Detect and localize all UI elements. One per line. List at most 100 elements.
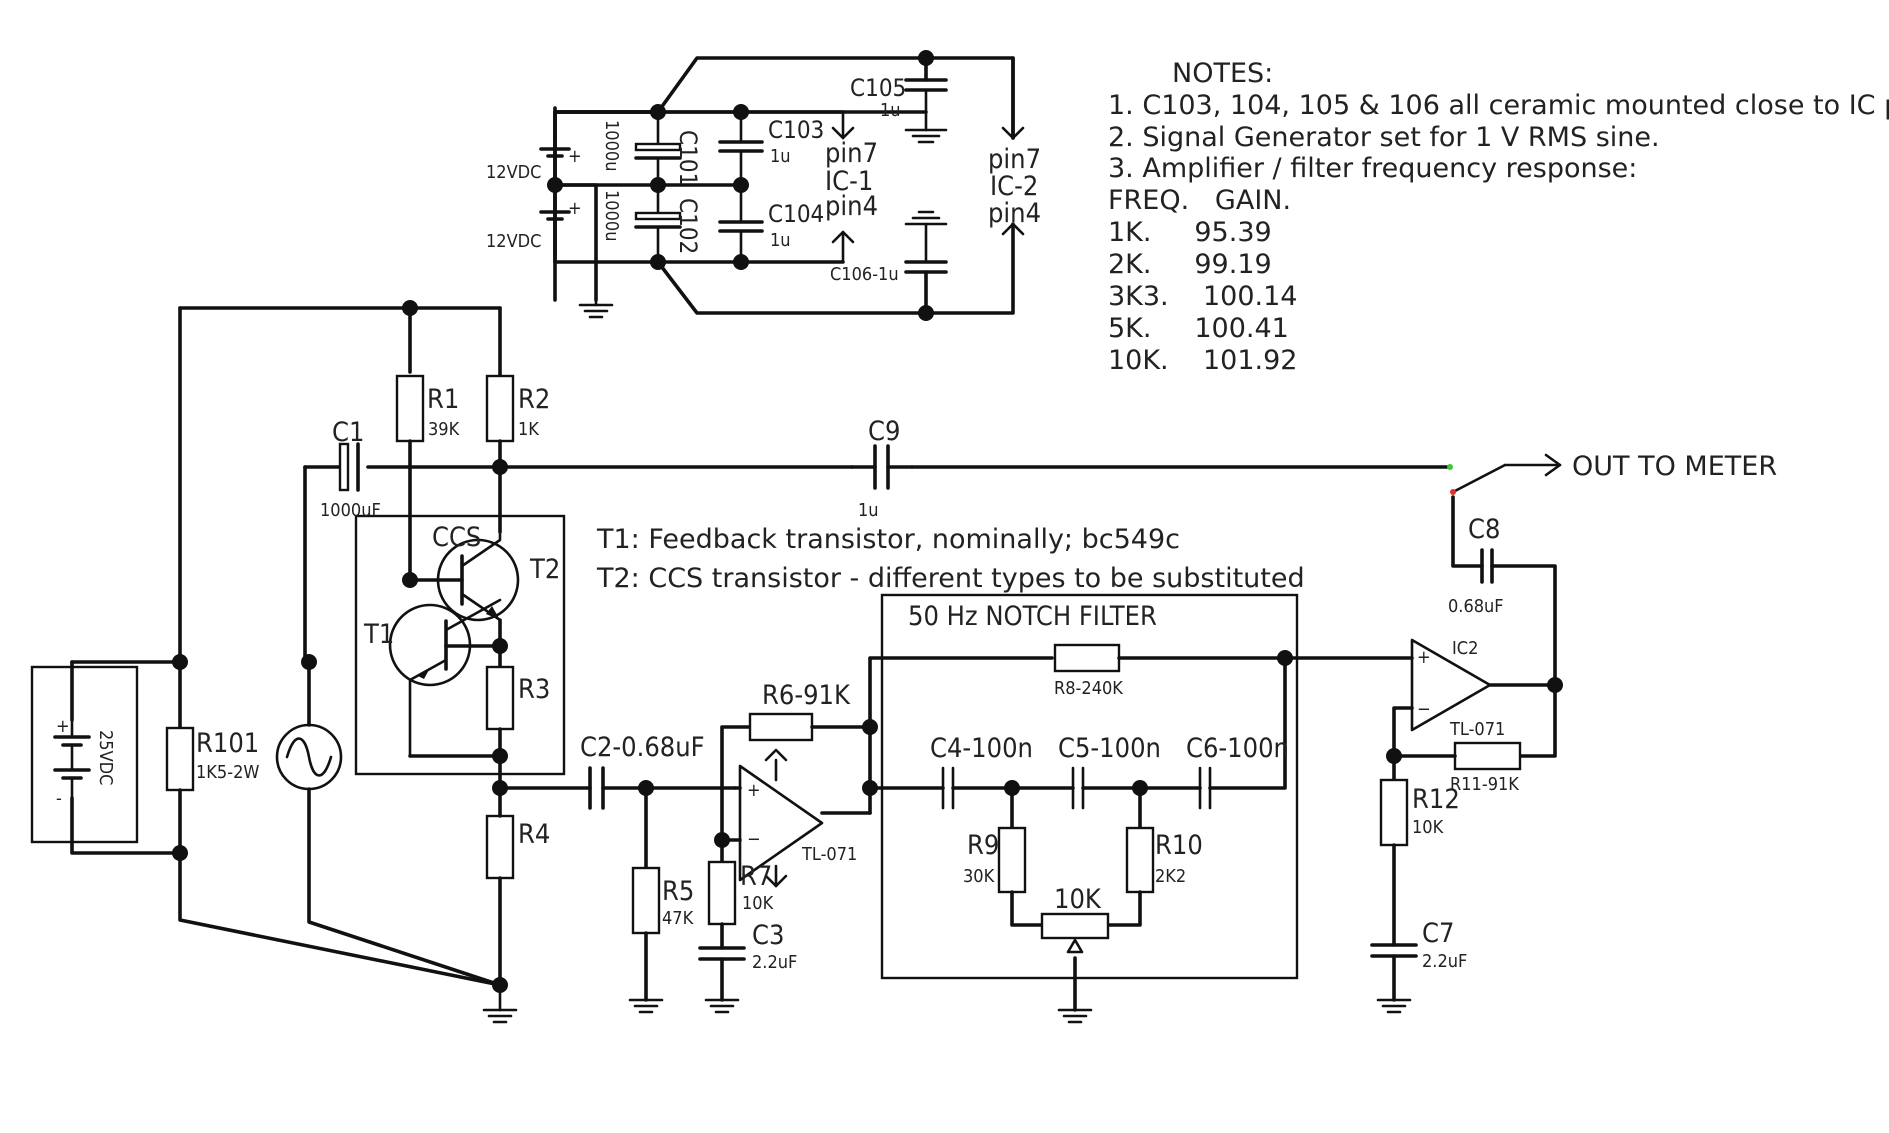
battery-top-plus: +	[568, 146, 582, 167]
r9-resistor	[997, 826, 1027, 894]
response-table-header: FREQ. GAIN.	[1108, 185, 1291, 216]
c9-value: 1u	[858, 500, 879, 521]
battery-bottom-plus: +	[568, 198, 582, 219]
battery-box	[30, 665, 139, 844]
pot-label: 10K	[1054, 884, 1102, 915]
note-1: 1. C103, 104, 105 & 106 all ceramic moun…	[1108, 90, 1889, 121]
r10-value: 2K2	[1155, 866, 1186, 887]
r6-resistor	[748, 712, 814, 742]
response-row-1: 1K. 95.39	[1108, 217, 1272, 248]
notes-block: NOTES: 1. C103, 104, 105 & 106 all ceram…	[1108, 58, 1889, 376]
output-label: OUT TO METER	[1572, 451, 1777, 482]
response-row-5: 10K. 101.92	[1108, 345, 1297, 376]
c103-value: 1u	[770, 146, 791, 167]
c7-value: 2.2uF	[1422, 951, 1467, 972]
t2-note: T2: CCS transistor - different types to …	[596, 563, 1305, 594]
r1-resistor	[395, 374, 425, 443]
opamp1-plus: +	[747, 780, 761, 801]
c101-value: 1000u	[601, 120, 622, 171]
battery-minus: -	[56, 788, 62, 809]
opamp2-plus: +	[1417, 647, 1431, 668]
ic2-label: IC2	[1452, 638, 1478, 659]
notes-title: NOTES:	[1172, 58, 1273, 89]
note-3: 3. Amplifier / filter frequency response…	[1108, 153, 1637, 184]
c8-label: C8	[1468, 514, 1500, 545]
opamp-1	[738, 764, 824, 882]
c2-label: C2-0.68uF	[580, 732, 705, 763]
r10-resistor	[1125, 826, 1155, 894]
c105-value: 1u	[880, 100, 901, 121]
r101-resistor	[165, 726, 195, 792]
c105-label: C105	[850, 74, 906, 102]
r2-label: R2	[518, 384, 550, 415]
power-supply-section: 12VDC 12VDC + + 1000u C101 1000u C102 C1…	[486, 50, 1041, 321]
opamp2-type: TL-071	[1449, 719, 1505, 740]
t1-label: T1	[363, 619, 394, 650]
c3-value: 2.2uF	[752, 952, 797, 973]
c102-value: 1000u	[601, 190, 622, 241]
c9-label: C9	[868, 416, 900, 447]
r5-label: R5	[662, 876, 694, 907]
battery-plus: +	[56, 716, 70, 737]
c103-label: C103	[768, 116, 824, 144]
r2-value: 1K	[518, 419, 539, 440]
r101-value: 1K5-2W	[196, 762, 259, 783]
opamp-2	[1410, 638, 1492, 732]
r12-resistor	[1379, 778, 1409, 847]
c3-label: C3	[752, 920, 784, 951]
r1-value: 39K	[428, 419, 460, 440]
r9-value: 30K	[963, 866, 995, 887]
output-amp-section: + − IC2 TL-071 R11-91K	[1283, 451, 1777, 1014]
r6-label: R6-91K	[762, 680, 851, 711]
t2-label: T2	[529, 554, 560, 585]
c1-label: C1	[332, 417, 364, 448]
r9-label: R9	[967, 830, 999, 861]
r2-resistor	[485, 374, 515, 443]
r7-value: 10K	[742, 893, 774, 914]
notch-filter-title: 50 Hz NOTCH FILTER	[908, 601, 1157, 632]
c7-label: C7	[1422, 918, 1454, 949]
ccs-section: + - 25VDC R1 39K R2 1K C1 1000uF CCS T2 …	[30, 300, 1452, 1024]
response-row-4: 5K. 100.41	[1108, 313, 1289, 344]
ccs-label: CCS	[432, 522, 481, 553]
battery-bottom-label: 12VDC	[486, 231, 541, 252]
ccs-box	[354, 514, 566, 776]
c104-label: C104	[768, 200, 824, 228]
r5-value: 47K	[662, 908, 694, 929]
r4-resistor	[485, 814, 515, 880]
r7-label: R7	[740, 861, 772, 892]
r8-resistor	[1053, 643, 1121, 673]
c106-label: C106-1u	[830, 264, 899, 285]
c101-label: C101	[674, 130, 702, 186]
r3-resistor	[485, 665, 515, 731]
opamp1-minus: −	[747, 829, 761, 850]
notch-filter-section: 50 Hz NOTCH FILTER R8	[868, 593, 1299, 1024]
r1-label: R1	[427, 384, 459, 415]
response-row-2: 2K. 99.19	[1108, 249, 1272, 280]
ic1-pin4-label: pin4	[825, 191, 878, 222]
r10-label: R10	[1155, 830, 1203, 861]
c102-label: C102	[674, 198, 702, 254]
r8-label: R8-240K	[1054, 678, 1123, 699]
c4-label: C4-100n	[930, 733, 1033, 764]
t1-note: T1: Feedback transistor, nominally; bc54…	[596, 524, 1180, 555]
c1-value: 1000uF	[320, 500, 381, 521]
c104-value: 1u	[770, 230, 791, 251]
r11-label: R11-91K	[1450, 774, 1519, 795]
ic1-label: IC-1	[825, 166, 873, 197]
c8-value: 0.68uF	[1448, 596, 1504, 617]
opamp2-minus: −	[1417, 699, 1431, 720]
r12-value: 10K	[1412, 817, 1444, 838]
ic1-pin7-label: pin7	[825, 138, 878, 169]
r4-label: R4	[518, 819, 550, 850]
battery-top-label: 12VDC	[486, 162, 541, 183]
c5-label: C5-100n	[1058, 733, 1161, 764]
pot-10k	[1040, 912, 1110, 940]
preamp-section: + − C2-0.68uF R5 47K R6-91K R7	[580, 680, 878, 1014]
ic2-pin4-label: pin4	[988, 198, 1041, 229]
r101-label: R101	[196, 728, 259, 759]
r7-resistor	[707, 860, 737, 926]
r11-resistor	[1453, 741, 1522, 771]
battery-25v-label: 25VDC	[95, 730, 116, 785]
